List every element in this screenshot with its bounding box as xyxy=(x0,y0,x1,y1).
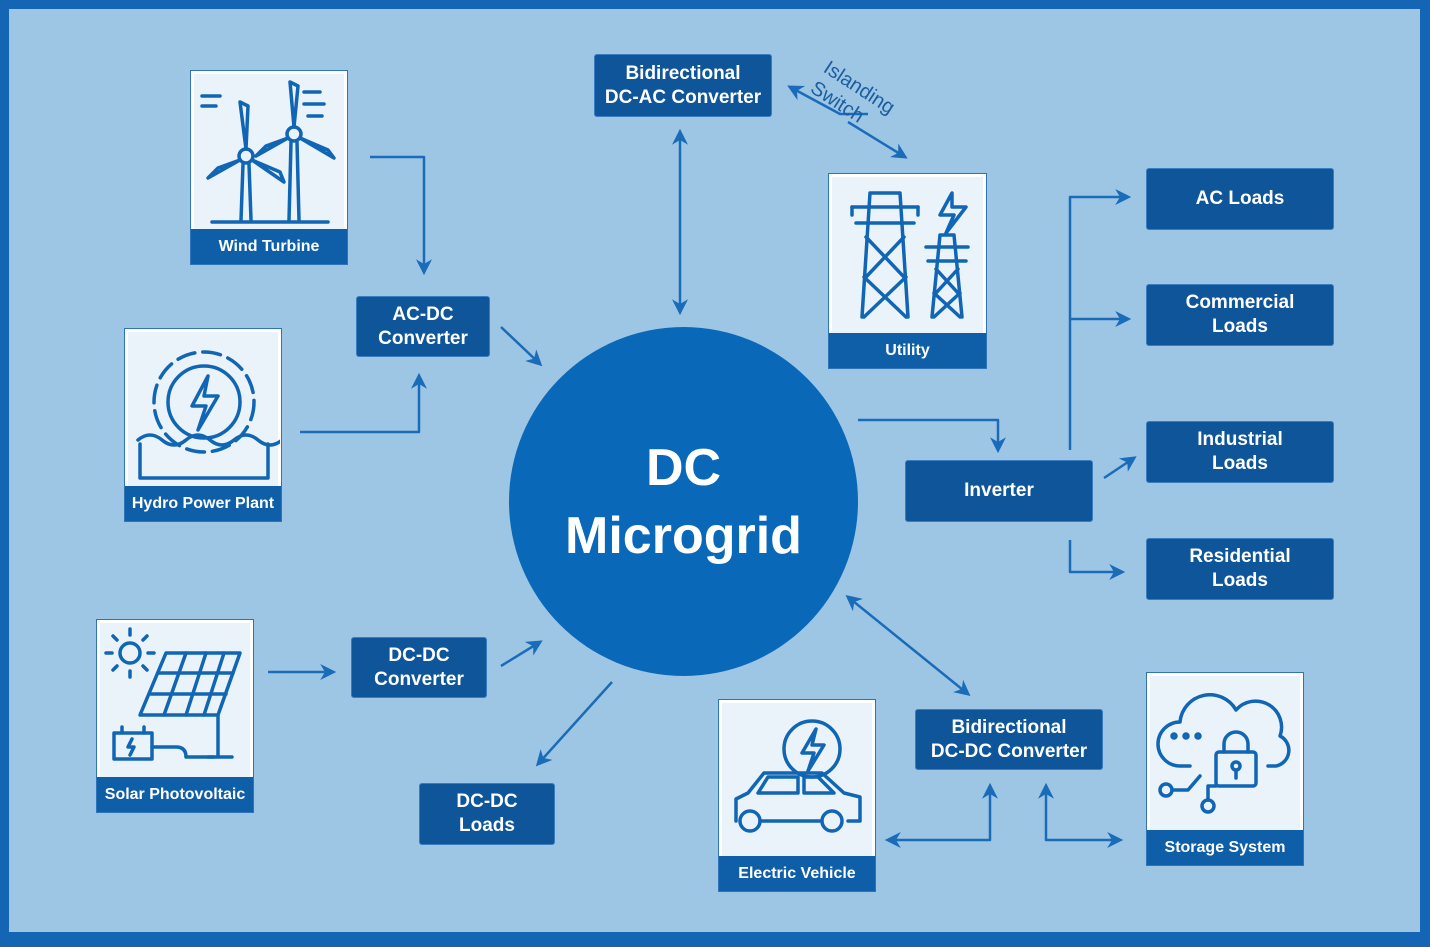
utility-caption: Utility xyxy=(829,333,986,368)
arrow-hub-bidir-dc xyxy=(845,594,971,697)
wind-turbine-icon xyxy=(194,74,344,229)
commercial-loads: Commercial Loads xyxy=(1146,284,1334,346)
ac-loads: AC Loads xyxy=(1146,168,1334,230)
arrow-dcdc-to-hub xyxy=(500,640,543,668)
hydro-plant-icon xyxy=(128,332,280,486)
arrow-to-industrial-loads xyxy=(1103,456,1137,480)
solar-pv-caption: Solar Photovoltaic xyxy=(97,777,253,812)
bidirectional-dc-ac-converter: Bidirectional DC-AC Converter xyxy=(594,54,772,117)
dc-microgrid-hub: DC Microgrid xyxy=(509,327,858,676)
electric-vehicle-card: Electric Vehicle xyxy=(718,699,876,892)
wind-turbine-caption: Wind Turbine xyxy=(191,229,347,264)
electric-vehicle-caption: Electric Vehicle xyxy=(719,856,875,891)
hydro-plant-caption: Hydro Power Plant xyxy=(125,486,281,521)
utility-card: Utility xyxy=(828,173,987,369)
dc-dc-converter: DC-DC Converter xyxy=(351,637,487,698)
dc-dc-loads: DC-DC Loads xyxy=(419,783,555,845)
industrial-loads: Industrial Loads xyxy=(1146,421,1334,483)
arrow-acdc-to-hub xyxy=(500,326,543,367)
solar-pv-card: Solar Photovoltaic xyxy=(96,619,254,813)
arrow-hydro-to-acdc xyxy=(300,372,427,434)
arrow-wind-to-acdc xyxy=(370,155,432,276)
storage-system-card: Storage System xyxy=(1146,672,1304,866)
cloud-storage-lock-icon xyxy=(1150,676,1300,830)
ac-dc-converter: AC-DC Converter xyxy=(356,296,490,357)
inverter: Inverter xyxy=(905,460,1093,522)
hydro-plant-card: Hydro Power Plant xyxy=(124,328,282,522)
electric-car-icon xyxy=(722,703,872,856)
arrow-islanding-switch xyxy=(787,85,868,116)
storage-system-caption: Storage System xyxy=(1147,830,1303,865)
power-tower-icon xyxy=(832,177,983,333)
residential-loads: Residential Loads xyxy=(1146,538,1334,600)
solar-panel-icon xyxy=(100,623,250,777)
arrow-switch-to-utility xyxy=(847,120,908,159)
arrow-hub-to-dcdc-loads xyxy=(535,681,613,767)
arrow-to-residential-loads xyxy=(1068,540,1126,580)
bidirectional-dc-dc-converter: Bidirectional DC-DC Converter xyxy=(915,709,1103,770)
arrow-hub-to-inverter xyxy=(858,418,1006,454)
arrow-storage-bidir-dc xyxy=(1038,782,1124,848)
arrow-inverter-to-ac-loads xyxy=(1068,189,1132,450)
arrow-ev-bidir-dc xyxy=(884,782,998,848)
wind-turbine-card: Wind Turbine xyxy=(190,70,348,265)
